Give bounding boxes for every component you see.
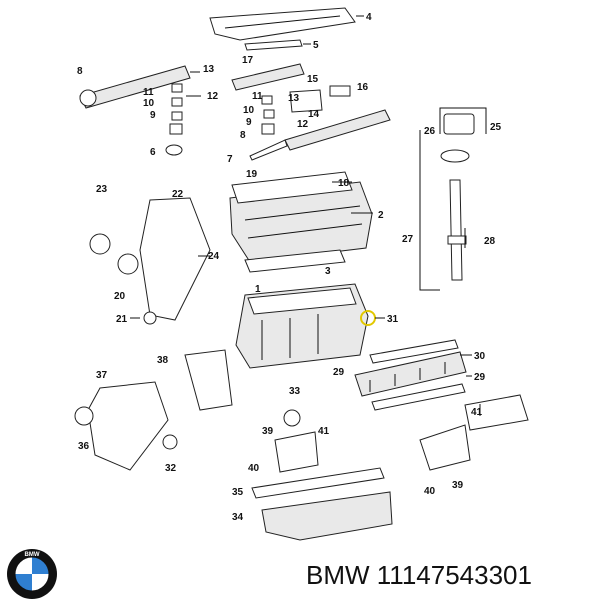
callout-19: 19 <box>246 169 258 180</box>
callout-3: 3 <box>325 266 331 277</box>
valve-cover <box>209 7 356 41</box>
callout-33: 33 <box>289 386 301 397</box>
callout-22: 22 <box>172 189 184 200</box>
callout-39: 39 <box>262 426 274 437</box>
svg-text:BMW: BMW <box>25 552 40 558</box>
callout-13b: 13 <box>288 93 300 104</box>
callout-5: 5 <box>313 40 319 51</box>
callout-40: 40 <box>248 463 260 474</box>
footer-brand: BMW BMW 11147543301 <box>6 548 600 600</box>
callout-41b: 41 <box>471 407 483 418</box>
callout-21: 21 <box>116 314 128 325</box>
callout-17: 17 <box>242 55 254 66</box>
pulley <box>74 406 94 426</box>
valve-parts <box>165 83 351 161</box>
callout-6: 6 <box>150 147 156 158</box>
cover-gasket <box>244 39 303 51</box>
callout-9: 9 <box>150 110 156 121</box>
callout-2: 2 <box>378 210 384 221</box>
callout-40b: 40 <box>424 486 436 497</box>
oil-pan-gasket <box>251 467 385 499</box>
tensioner <box>162 434 178 450</box>
camshaft-right <box>231 63 391 151</box>
callout-20: 20 <box>114 291 126 302</box>
head-gasket <box>244 249 346 273</box>
callout-11: 11 <box>143 87 154 98</box>
callout-23: 23 <box>96 184 108 195</box>
oil-pan <box>261 491 393 541</box>
callout-24: 24 <box>208 251 220 262</box>
callout-7: 7 <box>227 154 233 165</box>
callout-12: 12 <box>207 91 219 102</box>
callout-8b: 8 <box>240 130 246 141</box>
callout-28: 28 <box>484 236 496 247</box>
leader-lines <box>130 15 481 416</box>
lower-bearings <box>371 383 466 411</box>
callout-10: 10 <box>143 98 155 109</box>
callout-13: 13 <box>203 64 215 75</box>
cylinder-head <box>229 171 373 263</box>
callout-4: 4 <box>366 12 372 23</box>
callout-34: 34 <box>232 512 244 523</box>
callout-35: 35 <box>232 487 244 498</box>
callout-15: 15 <box>307 74 319 85</box>
callout-26: 26 <box>424 126 436 137</box>
callout-41: 41 <box>318 426 330 437</box>
timing-chain <box>89 197 211 325</box>
callout-27: 27 <box>402 234 414 245</box>
main-bearings <box>369 339 459 364</box>
crankshaft <box>354 351 467 397</box>
callout-10b: 10 <box>243 105 255 116</box>
callout-29: 29 <box>333 367 345 378</box>
callout-12b: 12 <box>297 119 309 130</box>
callout-11b: 11 <box>252 91 263 102</box>
callout-39b: 39 <box>452 480 464 491</box>
callout-1: 1 <box>255 284 261 295</box>
callout-14: 14 <box>308 109 320 120</box>
callout-32: 32 <box>165 463 177 474</box>
callout-8: 8 <box>77 66 83 77</box>
callout-16: 16 <box>357 82 369 93</box>
piston-rod-assembly <box>440 113 475 281</box>
bracket-lines <box>419 107 487 291</box>
oil-pump <box>184 349 529 473</box>
part-number: BMW 11147543301 <box>306 560 532 590</box>
camshaft-left <box>79 65 191 109</box>
bmw-logo-icon: BMW <box>7 549 57 599</box>
drive-belt <box>87 381 169 471</box>
callout-9b: 9 <box>246 117 252 128</box>
callout-30: 30 <box>474 351 486 362</box>
callout-36: 36 <box>78 441 90 452</box>
callout-38: 38 <box>157 355 169 366</box>
callout-25: 25 <box>490 122 502 133</box>
callout-37: 37 <box>96 370 108 381</box>
callout-29b: 29 <box>474 372 486 383</box>
callout-18: 18 <box>338 178 350 189</box>
callout-31: 31 <box>387 314 399 325</box>
callout-labels: 1 2 3 4 5 6 7 8 8 9 9 10 10 11 11 12 12 … <box>77 12 502 523</box>
engine-block <box>235 283 376 369</box>
